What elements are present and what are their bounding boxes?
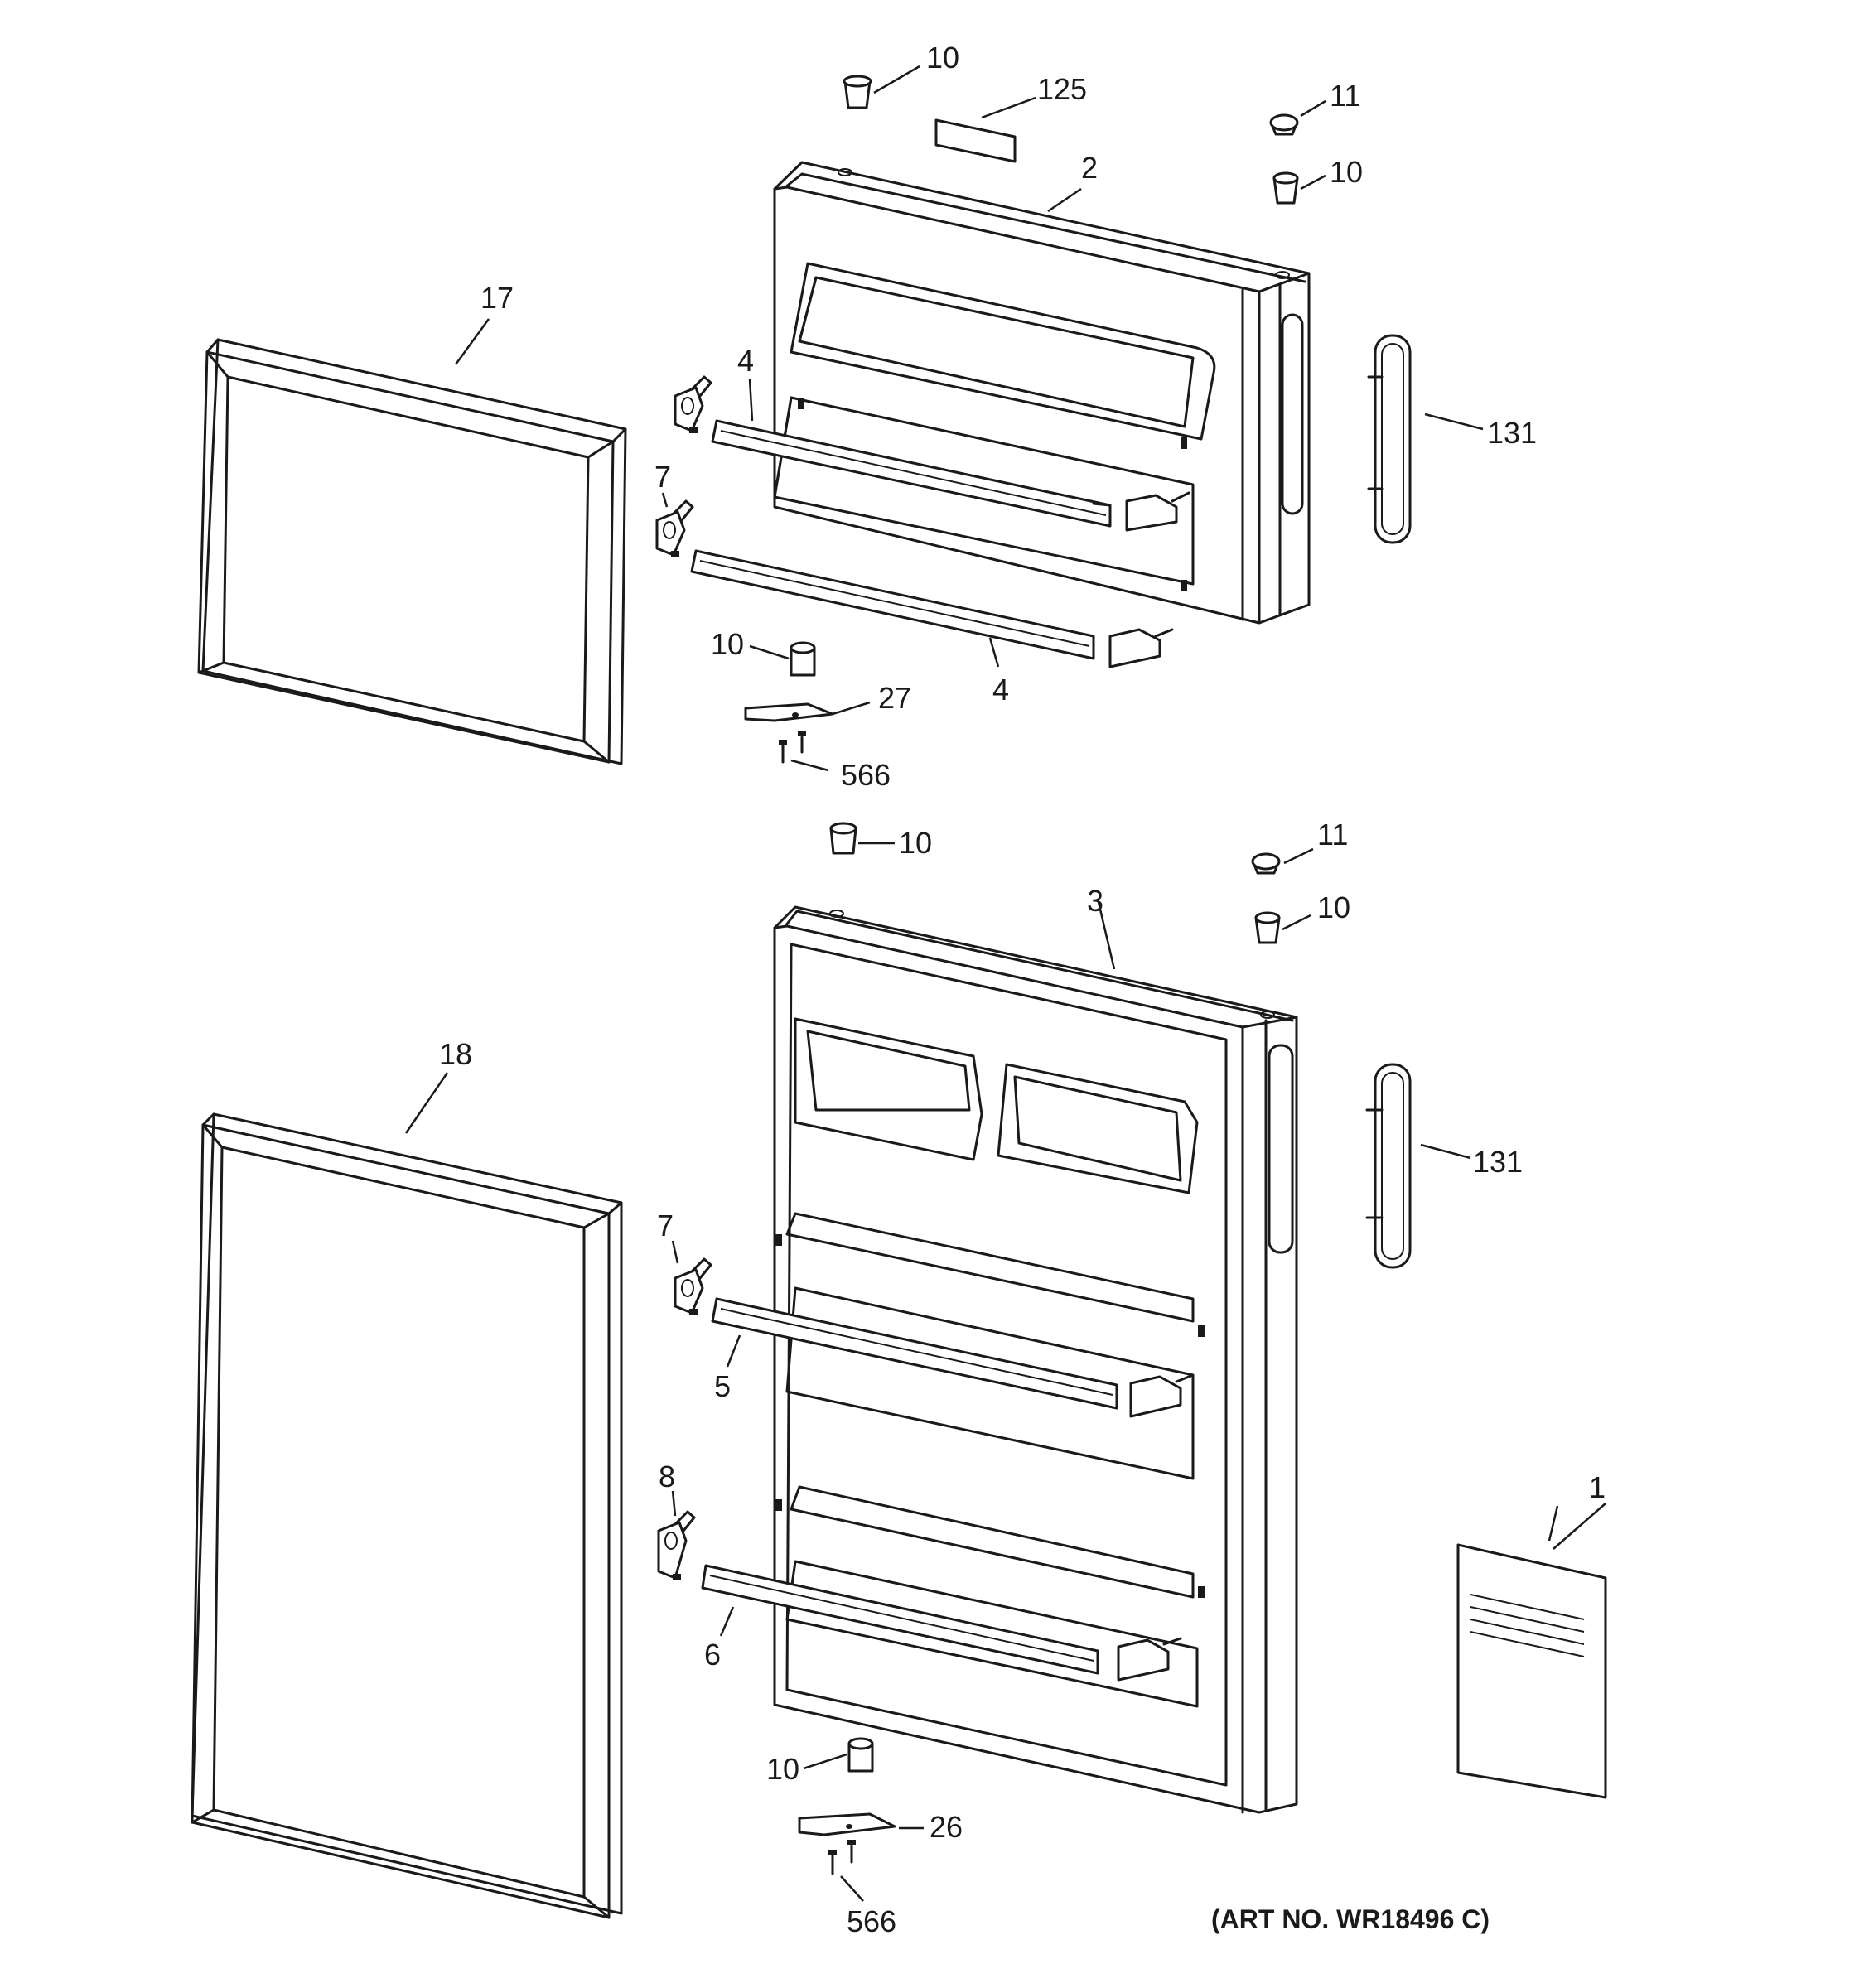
fresh-food-door-liner-3 <box>773 905 1298 1814</box>
plug-10-freezer-bottom <box>790 641 816 677</box>
shelf-end-cap-7-fresh <box>674 1257 712 1315</box>
screws-566-upper <box>779 731 806 764</box>
callout-2: 2 <box>1081 151 1098 185</box>
freezer-door-liner-2 <box>773 161 1311 625</box>
shelf-bar-5 <box>711 1297 1118 1410</box>
plug-10-mid <box>829 822 857 855</box>
callout-566-lower: 566 <box>847 1904 896 1938</box>
shelf-end-cap-8 <box>657 1510 696 1580</box>
art-number: (ART NO. WR18496 C) <box>1211 1904 1490 1934</box>
callout-18: 18 <box>439 1037 472 1071</box>
label-plate-125 <box>934 118 1017 163</box>
shelf-end-cap-7-lower-left <box>655 499 694 557</box>
callout-10-mid-right: 10 <box>1317 890 1350 924</box>
callout-11-mid: 11 <box>1317 818 1348 852</box>
shelf-bar-4-lower <box>690 549 1095 660</box>
callout-8: 8 <box>659 1460 675 1493</box>
shelf-bar-6 <box>701 1564 1099 1675</box>
plug-11-mid <box>1251 852 1281 875</box>
callout-1: 1 <box>1589 1470 1606 1504</box>
callout-131-upper: 131 <box>1487 416 1537 450</box>
screws-566-lower <box>828 1840 856 1875</box>
callout-17: 17 <box>480 281 514 315</box>
callout-125: 125 <box>1037 72 1087 106</box>
callout-7-upper: 7 <box>654 460 671 494</box>
callout-10-top: 10 <box>926 41 959 75</box>
fresh-food-door-panel-18 <box>191 1112 623 1919</box>
instruction-card-1 <box>1456 1543 1607 1799</box>
leader-lines <box>404 65 1606 1902</box>
callout-7-lower: 7 <box>657 1209 674 1242</box>
hinge-26 <box>798 1812 896 1836</box>
shelf-end-cap-right-upper <box>1125 491 1190 532</box>
callout-27: 27 <box>878 681 911 715</box>
callout-5: 5 <box>714 1369 731 1403</box>
shelf-end-cap-right-lower <box>1108 628 1174 668</box>
freezer-door-panel-17 <box>197 338 627 765</box>
callout-11-top: 11 <box>1330 79 1360 113</box>
callout-131-lower: 131 <box>1473 1145 1523 1179</box>
callout-10-fresh-bottom: 10 <box>766 1752 799 1786</box>
callout-3: 3 <box>1087 884 1103 918</box>
plug-10-top <box>843 75 872 109</box>
callout-10-top-right: 10 <box>1330 155 1363 189</box>
callout-10-freezer-bottom: 10 <box>711 627 744 661</box>
plug-10-top-right <box>1272 171 1299 205</box>
hinge-27 <box>744 702 834 722</box>
callout-26: 26 <box>930 1810 963 1844</box>
shelf-end-cap-right-fresh-lower <box>1117 1637 1182 1682</box>
plug-11-top-right <box>1269 113 1299 136</box>
shelf-end-cap-7-upper-left <box>674 375 712 433</box>
callout-566-upper: 566 <box>841 758 891 792</box>
callout-4-upper: 4 <box>737 344 754 378</box>
callout-4-lower: 4 <box>992 673 1009 707</box>
door-handle-131-lower <box>1365 1063 1412 1269</box>
shelf-bar-4-upper <box>711 419 1112 528</box>
plug-10-fresh-bottom <box>847 1737 874 1773</box>
plug-10-mid-right <box>1254 911 1281 944</box>
callout-6: 6 <box>704 1638 721 1672</box>
shelf-end-cap-right-fresh-upper <box>1129 1373 1195 1418</box>
callout-10-mid: 10 <box>899 826 932 860</box>
door-handle-131-upper <box>1367 334 1412 544</box>
